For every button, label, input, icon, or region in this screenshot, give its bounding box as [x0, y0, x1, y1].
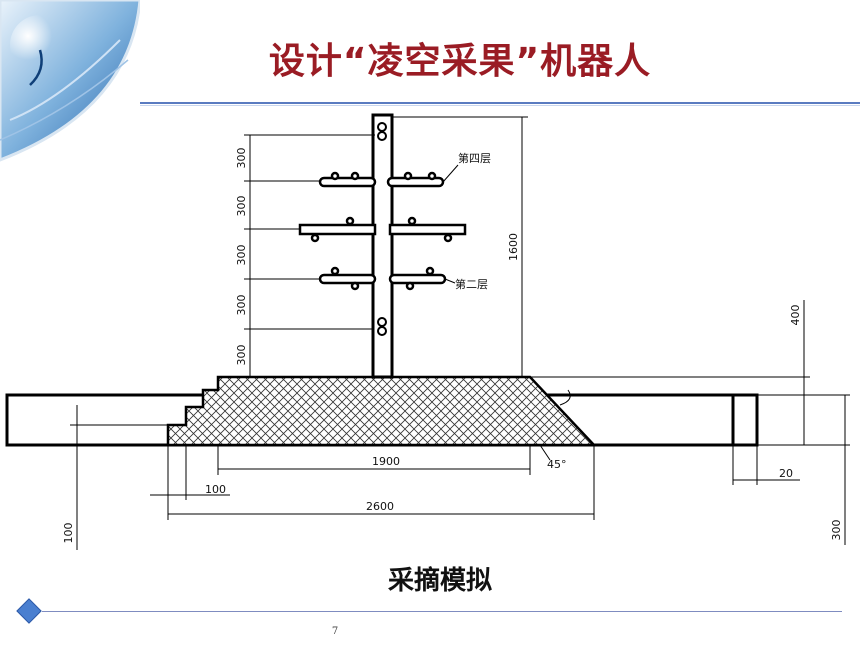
label-fourth-layer: 第四层	[458, 151, 491, 165]
spacing-labels: 300 300 300 300 300	[235, 148, 248, 366]
left-spacing-dimensions	[244, 134, 375, 377]
right-offset-label: 20	[779, 467, 793, 480]
label-second-layer: 第二层	[455, 277, 488, 291]
slide-title: 设计“凌空采果”机器人	[268, 41, 652, 82]
step-offset-dimension	[150, 445, 230, 500]
corner-decoration	[0, 0, 140, 162]
vertical-pole	[371, 113, 394, 379]
pole-height-dimension	[392, 116, 528, 377]
base-width-label: 1900	[372, 455, 400, 468]
slope-angle-marker	[539, 389, 571, 461]
right-height-dimension	[530, 300, 850, 446]
spacing-5: 300	[235, 345, 248, 366]
page-number: 7	[331, 626, 339, 637]
diamond-bullet-icon	[16, 598, 42, 624]
title-divider-shadow	[140, 105, 860, 106]
spacing-3: 300	[235, 245, 248, 266]
right-offset-dimension	[732, 445, 800, 485]
bottom-right-height-label: 300	[830, 520, 843, 541]
left-height-label: 100	[62, 523, 75, 544]
robot-arms	[298, 171, 467, 291]
step-offset-label: 100	[205, 483, 226, 496]
spacing-2: 300	[235, 196, 248, 217]
slope-angle-label: 45°	[547, 458, 567, 471]
pole-height-label: 1600	[507, 233, 520, 261]
spacing-4: 300	[235, 295, 248, 316]
slide-caption: 采摘模拟	[387, 566, 492, 596]
robot-engineering-drawing: 第四层 第二层 300 300 300 300 300 1600 400 300	[5, 113, 850, 550]
overall-width-label: 2600	[366, 500, 394, 513]
title-divider	[140, 102, 860, 104]
overall-width-dimension	[167, 445, 595, 520]
footer-divider	[42, 611, 842, 612]
layer-leaders	[442, 164, 459, 284]
spacing-1: 300	[235, 148, 248, 169]
left-height-dimension	[70, 405, 168, 550]
hatched-mound	[166, 375, 597, 447]
right-height-label: 400	[789, 305, 802, 326]
base-width-dimension	[217, 445, 531, 475]
